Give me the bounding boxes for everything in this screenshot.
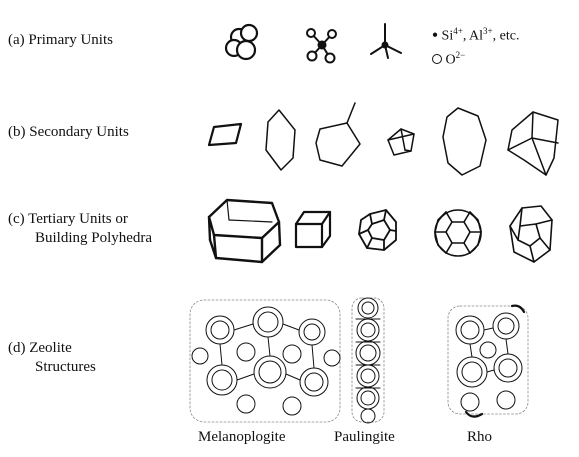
caption-paulingite: Paulingite xyxy=(334,429,395,445)
anion-label: O xyxy=(445,52,456,68)
cage-polyhedron-icon xyxy=(509,205,553,263)
double-unit-icon xyxy=(507,111,559,176)
melanoplogite-framework xyxy=(189,299,341,423)
stick-tetrahedron-icon xyxy=(370,23,402,59)
caption-rho: Rho xyxy=(467,429,493,445)
four-ring-icon xyxy=(207,122,243,147)
truncated-cuboctahedron-icon xyxy=(434,209,482,257)
row-c-label-line2: Building Polyhedra xyxy=(35,230,153,246)
row-d-label-line2: Structures xyxy=(35,359,96,375)
row-d-label-line1: (d) Zeolite xyxy=(8,340,72,356)
cation-label: Si xyxy=(441,28,454,44)
cube-icon xyxy=(294,210,332,249)
caption-melanoplogite: Melanoplogite xyxy=(198,429,286,445)
legend-cation: ● Si4+, Al3+, etc. xyxy=(432,22,519,46)
hexagonal-prism-icon xyxy=(207,198,282,264)
five-ring-icon xyxy=(315,102,361,167)
row-b-label: (b) Secondary Units xyxy=(8,124,129,140)
ball-stick-tetrahedron-icon xyxy=(306,28,337,64)
cation-tail: , etc. xyxy=(492,28,520,44)
six-ring-icon xyxy=(265,109,296,171)
cation-dot-icon: ● xyxy=(432,29,439,41)
small-prism-unit-icon xyxy=(387,128,415,156)
rho-framework xyxy=(447,304,529,418)
cation-charge2: 3+ xyxy=(483,26,493,36)
anion-charge: 2− xyxy=(455,50,466,60)
cation-charge: 4+ xyxy=(453,26,463,36)
tetrahedron-spheres-icon xyxy=(224,23,259,61)
eight-ring-icon xyxy=(442,107,487,176)
anion-circle-icon xyxy=(432,53,442,64)
truncated-octahedron-icon xyxy=(358,209,397,251)
legend-anion: O2− xyxy=(432,46,465,70)
row-a-label: (a) Primary Units xyxy=(8,32,113,48)
cation-sep: , Al xyxy=(462,28,484,44)
paulingite-framework xyxy=(351,297,385,424)
row-c-label-line1: (c) Tertiary Units or xyxy=(8,211,128,227)
